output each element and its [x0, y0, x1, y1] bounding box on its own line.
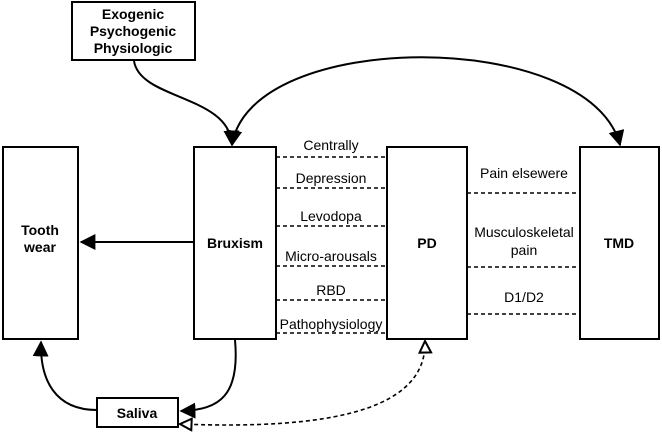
bruxism-tmd-arc [226, 56, 625, 147]
saliva-to-toothwear-arrow [32, 340, 98, 411]
label-musculoskeletal-line-1: Musculoskeletal [474, 224, 574, 240]
label-depression: Depression [296, 170, 367, 186]
saliva-pd-dashed-link [180, 341, 425, 425]
pd-label: PD [417, 235, 436, 251]
label-pain-elsewhere: Pain elsewere [480, 165, 568, 181]
label-micro-arousals: Micro-arousals [285, 248, 377, 264]
saliva-box [96, 397, 179, 428]
label-levodopa: Levodopa [300, 208, 362, 224]
factors-line-1: Exogenic [102, 6, 164, 22]
tooth-wear-line-1: Tooth [21, 222, 59, 238]
label-d1d2: D1/D2 [504, 289, 544, 305]
factors-line-2: Psychogenic [90, 23, 177, 39]
factors-box [71, 1, 196, 61]
tooth-wear-box [2, 146, 79, 340]
bruxism-label: Bruxism [207, 235, 263, 251]
label-rbd: RBD [316, 282, 346, 298]
pd-box [386, 146, 468, 340]
bruxism-to-saliva-arrow [179, 339, 237, 419]
label-musculoskeletal-line-2: pain [511, 242, 537, 258]
tmd-box [579, 146, 660, 340]
label-centrally: Centrally [303, 137, 358, 153]
tmd-label: TMD [604, 235, 634, 251]
label-pathophysiology: Pathophysiology [280, 316, 383, 332]
tooth-wear-line-2: wear [23, 239, 56, 255]
saliva-label: Saliva [117, 405, 158, 421]
factors-line-3: Physiologic [94, 40, 173, 56]
bruxism-box [193, 146, 277, 340]
factors-to-bruxism-arrow [133, 60, 240, 147]
